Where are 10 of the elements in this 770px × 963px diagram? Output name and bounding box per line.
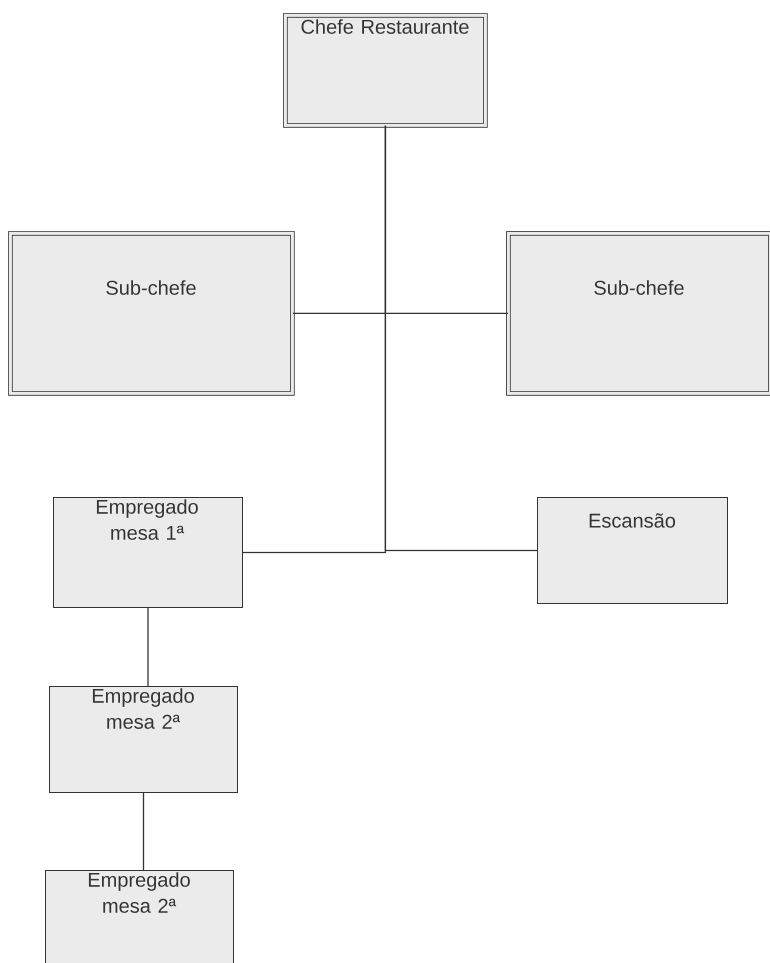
connector-line: [384, 126, 537, 552]
org-box: Empregado mesa 1ª: [53, 497, 243, 608]
org-box: Empregado mesa 2ª: [45, 870, 234, 963]
connector-line: [147, 608, 149, 686]
connector-line: [142, 793, 144, 870]
org-box: Escansão: [537, 497, 728, 604]
org-box: Chefe Restaurante: [283, 13, 488, 128]
org-box: Empregado mesa 2ª: [49, 686, 238, 793]
org-box: Sub-chefe: [8, 231, 295, 396]
org-box: Sub-chefe: [506, 231, 770, 396]
